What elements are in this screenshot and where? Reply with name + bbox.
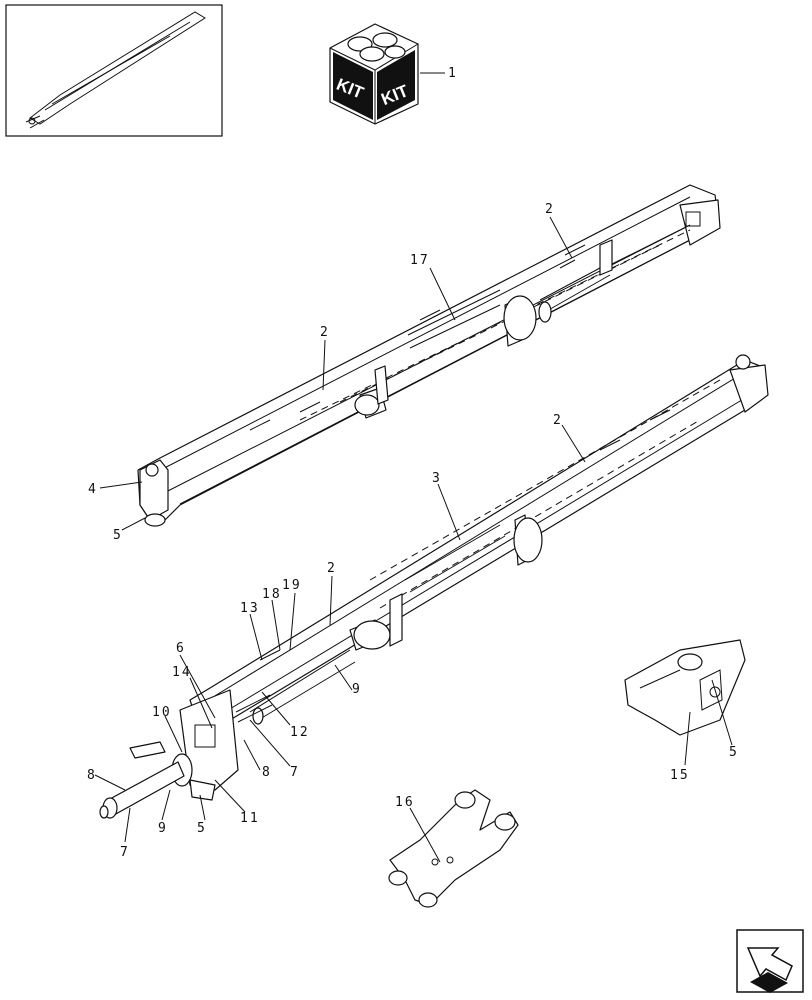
link-part-16 [388,789,519,908]
leader-lines [94,72,733,863]
callout-3: 3 [432,471,442,486]
callout-2: 2 [545,202,555,217]
callout-11: 11 [240,811,260,826]
callout-7: 7 [290,765,300,780]
callout-2: 2 [320,325,330,340]
callout-labels: 1 2 17 2 4 5 2 3 2 19 18 13 6 14 10 9 12… [87,66,739,860]
callout-6: 6 [176,641,186,656]
overview-thumbnail-icon[interactable] [5,4,223,137]
callout-1: 1 [448,66,458,81]
upper-boom-assembly [137,184,721,527]
callout-2: 2 [327,561,337,576]
lower-boom-assembly [189,354,769,733]
next-page-arrow-icon[interactable] [736,929,804,993]
callout-10: 10 [152,705,172,720]
callout-15: 15 [670,768,690,783]
callout-9: 9 [158,821,168,836]
drive-shaft-assembly [99,689,273,819]
callout-12: 12 [290,725,310,740]
callout-7: 7 [120,845,130,860]
callout-2: 2 [553,413,563,428]
callout-9: 9 [352,682,362,697]
callout-17: 17 [410,253,430,268]
callout-4: 4 [88,482,98,497]
callout-8: 8 [262,765,272,780]
callout-13: 13 [240,601,260,616]
callout-19: 19 [282,578,302,593]
callout-8: 8 [87,768,97,783]
callout-5: 5 [729,745,739,760]
callout-16: 16 [395,795,415,810]
callout-18: 18 [262,587,282,602]
callout-14: 14 [172,665,192,680]
bracket-part-15 [624,639,746,736]
kit-box-icon: KIT KIT [329,23,419,125]
callout-5: 5 [197,821,207,836]
callout-5: 5 [113,528,123,543]
